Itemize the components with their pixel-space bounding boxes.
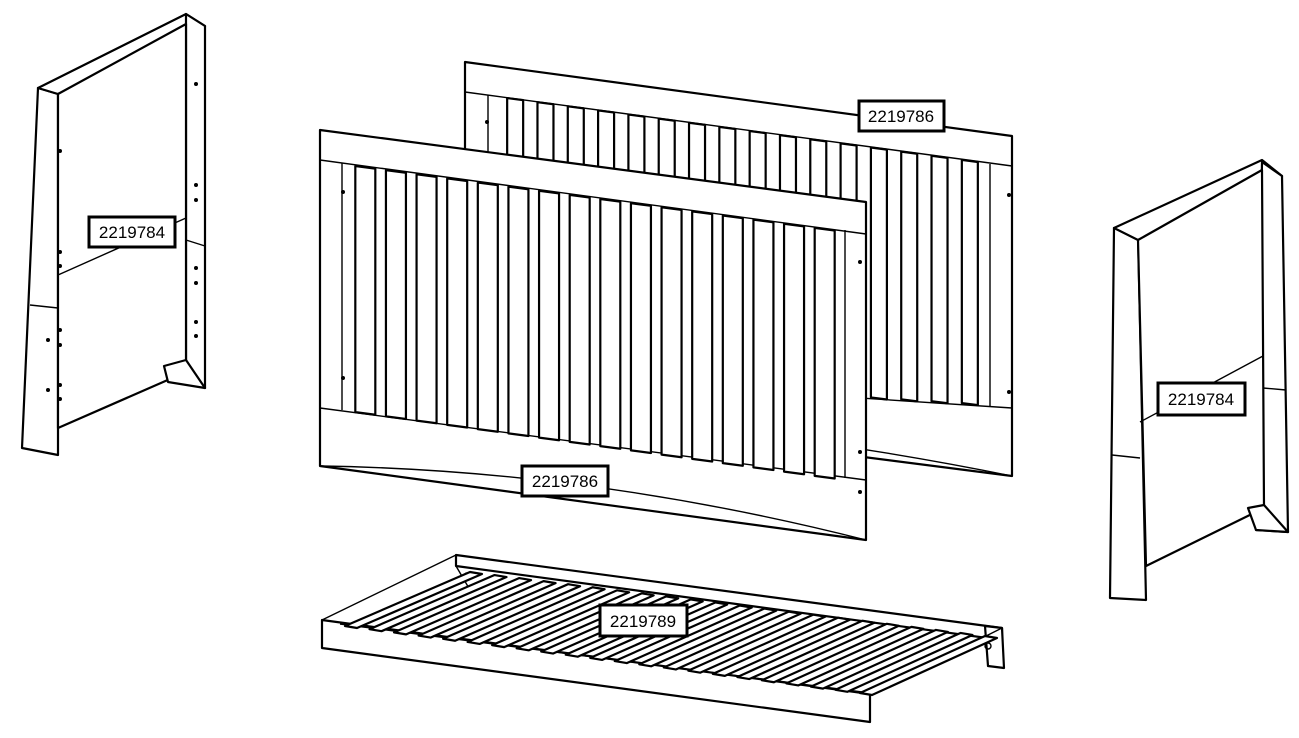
slat xyxy=(960,158,979,407)
part-number-text: 2219784 xyxy=(99,223,165,242)
part-label-back-rail: 2219786 xyxy=(857,99,946,133)
front-side-rail xyxy=(318,120,1011,542)
base-slat xyxy=(441,583,582,642)
slat xyxy=(660,206,683,459)
base-slat xyxy=(687,613,827,674)
mattress-base xyxy=(320,553,1006,724)
slat xyxy=(900,150,919,403)
base-slat xyxy=(858,634,999,697)
base-slat xyxy=(392,576,533,636)
base-slat xyxy=(809,628,950,690)
slat xyxy=(446,177,469,429)
slat xyxy=(537,189,561,442)
slat xyxy=(752,218,775,472)
part-label-right-panel: 2219784 xyxy=(1156,381,1247,417)
slat xyxy=(568,193,591,446)
part-number-text: 2219786 xyxy=(868,107,934,126)
base-slat xyxy=(343,570,484,630)
part-number-text: 2219789 xyxy=(610,612,676,631)
slat xyxy=(384,169,408,421)
slat xyxy=(629,202,653,455)
slat xyxy=(721,214,744,467)
part-number-text: 2219784 xyxy=(1168,390,1234,409)
part-label-left-panel: 2219784 xyxy=(87,215,177,249)
slat xyxy=(599,197,622,450)
base-slat xyxy=(736,619,876,681)
part-number-text: 2219786 xyxy=(532,472,598,491)
base-slat xyxy=(760,622,901,684)
base-slat xyxy=(466,586,606,646)
slat xyxy=(869,146,889,401)
base-slat xyxy=(785,625,925,687)
base-slat xyxy=(711,616,851,677)
slat xyxy=(476,181,499,433)
slat xyxy=(782,222,806,476)
slat xyxy=(930,154,949,405)
right-end-panel xyxy=(1108,158,1290,602)
slat xyxy=(813,226,836,480)
base-slat xyxy=(638,607,778,668)
slat xyxy=(415,173,438,425)
slat xyxy=(507,185,530,438)
base-slat xyxy=(834,631,974,693)
slat xyxy=(691,210,714,463)
slat xyxy=(354,164,377,416)
base-slat xyxy=(662,610,802,671)
part-label-front-rail: 2219786 xyxy=(520,464,610,498)
base-slat xyxy=(491,589,631,649)
base-slat xyxy=(417,580,557,639)
base-slat xyxy=(368,573,508,633)
part-label-base: 2219789 xyxy=(598,603,689,638)
